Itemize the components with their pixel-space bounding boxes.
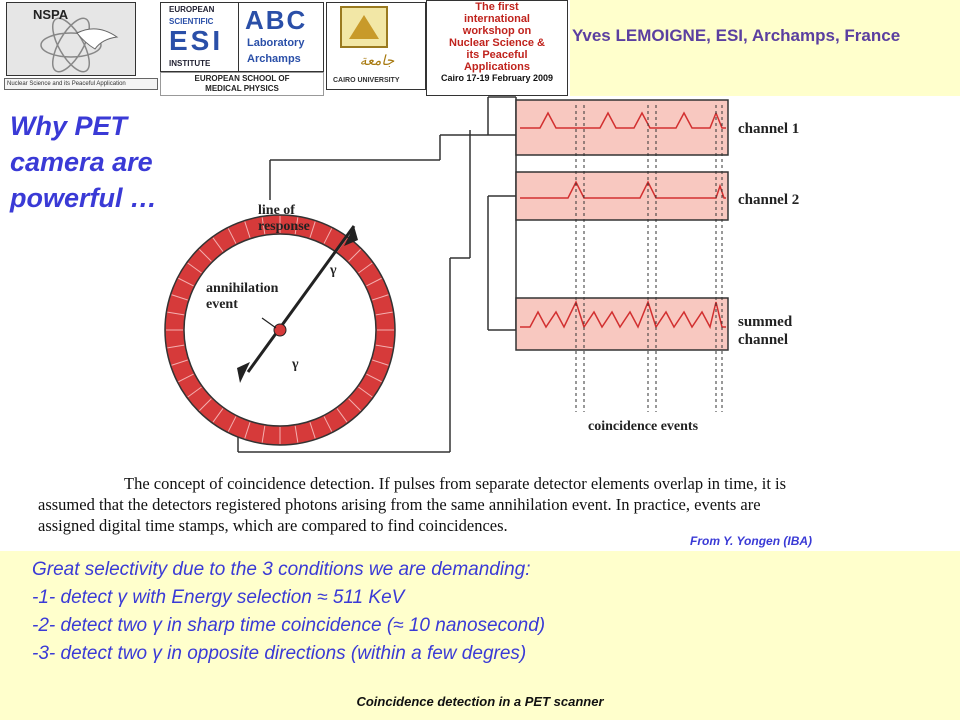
slide-title-line-2: camera are (10, 147, 153, 177)
slide-title-line-1: Why PET (10, 111, 128, 141)
cairo-university-logo: ﺟﺎﻣﻌﺔ CAIRO UNIVERSITY (326, 2, 426, 90)
cairo-caption: CAIRO UNIVERSITY (333, 77, 400, 84)
esi-logo: EUROPEAN SCIENTIFIC ESI INSTITUTE (160, 2, 240, 72)
caption-line-2: assumed that the detectors registered ph… (38, 495, 761, 514)
slide-footer: Coincidence detection in a PET scanner (356, 694, 604, 709)
nspa-dove-icon (40, 17, 119, 73)
figure-caption: The concept of coincidence detection. If… (38, 473, 928, 536)
body-line-3: -2- detect two γ in sharp time coinciden… (32, 615, 546, 636)
school-logo: EUROPEAN SCHOOL OF MEDICAL PHYSICS (160, 72, 324, 96)
body-line-4: -3- detect two γ in opposite directions … (32, 643, 527, 664)
logo-strip: NSPA Nuclear Science and its Peaceful Ap… (0, 0, 570, 96)
workshop-line-3: workshop on (462, 25, 532, 37)
school-line1: EUROPEAN SCHOOL OF (194, 74, 290, 83)
esi-institute-label: INSTITUTE (169, 59, 211, 68)
nspa-logo: NSPA (6, 2, 136, 76)
cairo-crest-icon: ﺟﺎﻣﻌﺔ (340, 6, 395, 69)
workshop-line-1: The first (475, 1, 519, 13)
caption-line-3: assigned digital time stamps, which are … (38, 516, 508, 535)
body-line-2: -1- detect γ with Energy selection ≈ 511… (32, 587, 405, 608)
author-title: Yves LEMOIGNE, ESI, Archamps, France (572, 26, 901, 45)
nspa-label: NSPA (33, 7, 69, 22)
workshop-line-7: Cairo 17-19 February 2009 (440, 73, 554, 83)
esi-top-label: EUROPEAN (169, 5, 215, 14)
body-text: Great selectivity due to the 3 condition… (32, 556, 545, 668)
slide-title-line-3: powerful … (10, 183, 157, 213)
diagram-panel (0, 96, 960, 551)
body-line-1: Great selectivity due to the 3 condition… (32, 559, 531, 580)
figure-source: From Y. Yongen (IBA) (690, 534, 813, 548)
caption-line-1: The concept of coincidence detection. If… (124, 474, 787, 493)
esi-main-label: ESI (169, 25, 224, 56)
slide-title: Why PET camera are powerful … (10, 108, 157, 216)
abc-line1: Laboratory (247, 37, 305, 49)
abc-line2: Archamps (247, 53, 301, 65)
esi-mid-label: SCIENTIFIC (169, 17, 214, 26)
svg-text:ﺟﺎﻣﻌﺔ: ﺟﺎﻣﻌﺔ (360, 53, 395, 69)
workshop-line-5: its Peaceful (466, 49, 528, 61)
workshop-line-2: international (463, 13, 530, 25)
workshop-line-4: Nuclear Science & (449, 37, 545, 49)
abc-logo: ABC Laboratory Archamps (238, 2, 324, 72)
nspa-caption: Nuclear Science and its Peaceful Applica… (4, 78, 158, 90)
abc-main-label: ABC (245, 5, 308, 35)
workshop-block: The first international workshop on Nucl… (426, 0, 568, 96)
school-line2: MEDICAL PHYSICS (205, 84, 279, 93)
workshop-line-6: Applications (463, 61, 530, 73)
